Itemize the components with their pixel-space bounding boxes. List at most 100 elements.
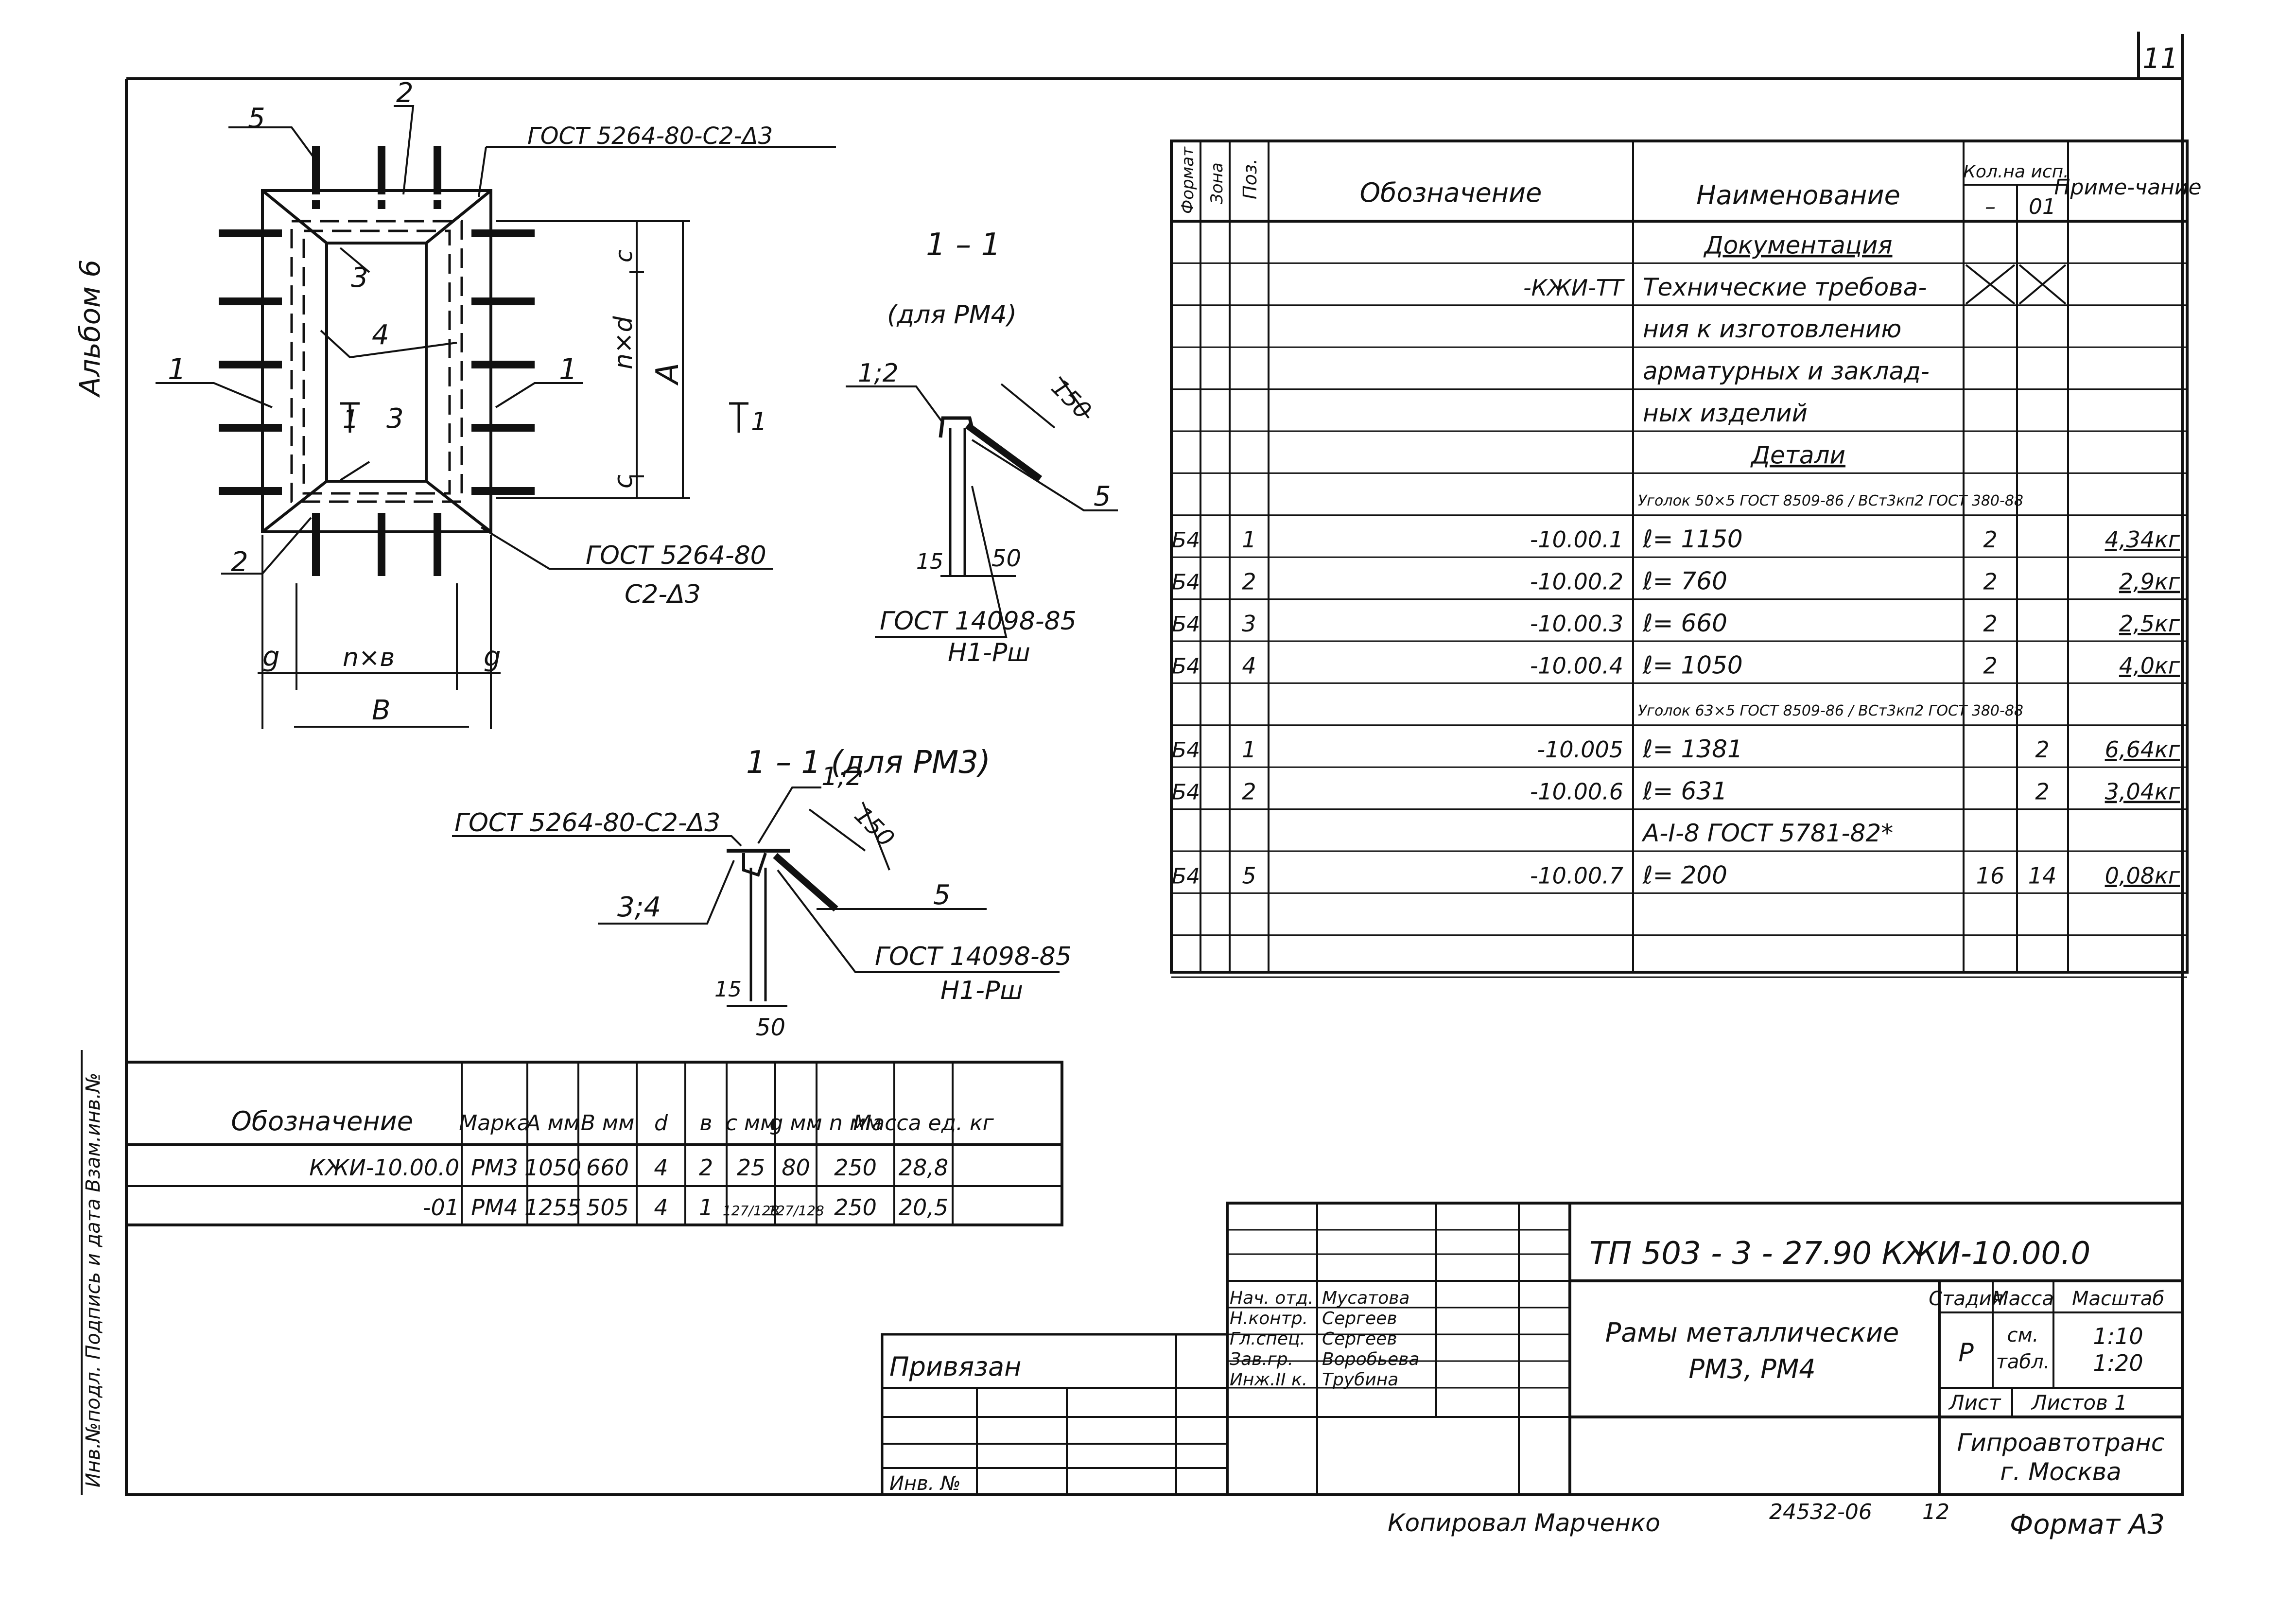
spec-header-format: Формат bbox=[1178, 146, 1198, 214]
spec-cell-qty: 2 bbox=[1983, 652, 1997, 679]
mass-value-1: см. bbox=[2007, 1324, 2039, 1346]
plan-gost-top: ГОСТ 5264-80-С2-Δ3 bbox=[527, 122, 773, 150]
marks-cell: 2 bbox=[699, 1154, 713, 1181]
spec-cell-designation: -КЖИ-ТТ bbox=[1523, 275, 1625, 301]
spec-cell-name: ℓ= 200 bbox=[1642, 861, 1727, 889]
marks-cell: 250 bbox=[834, 1194, 877, 1221]
spec-header-qty: Кол.на исп. bbox=[1963, 162, 2069, 182]
section-rm3-label-34: 3;4 bbox=[617, 891, 661, 923]
section-rm4-dim-15: 15 bbox=[916, 549, 943, 574]
section-rm4-gost-2: Н1-Рш bbox=[948, 638, 1030, 667]
marks-cell: 80 bbox=[782, 1154, 810, 1181]
section-rm3-label-12: 1;2 bbox=[821, 762, 862, 791]
spec-cell-note: 6,64кг bbox=[2105, 736, 2180, 763]
spec-cell-name: Детали bbox=[1750, 441, 1845, 469]
role-name: Трубина bbox=[1322, 1370, 1398, 1390]
marks-cell: 660 bbox=[586, 1154, 629, 1181]
spec-row: -КЖИ-ТТ Технические требова- bbox=[1523, 273, 1927, 301]
spec-cell-note: 2,9кг bbox=[2119, 569, 2180, 595]
callout-1-left: 1 bbox=[168, 352, 186, 386]
role-name: Мусатова bbox=[1322, 1288, 1410, 1308]
marks-header: n мм bbox=[829, 1111, 882, 1136]
spec-cell-format: Б4 bbox=[1172, 780, 1200, 805]
marks-cell: КЖИ-10.00.0 bbox=[309, 1154, 459, 1181]
sheets-label: Листов 1 bbox=[2031, 1391, 2127, 1415]
dim-A: A bbox=[650, 363, 686, 386]
dim-c-bottom: c bbox=[609, 474, 638, 489]
scale-value-2: 1:20 bbox=[2093, 1350, 2143, 1376]
dim-nxd: n×d bbox=[609, 315, 638, 369]
role-name: Воробьева bbox=[1322, 1349, 1419, 1369]
section-rm3-gost-top: ГОСТ 5264-80-С2-Δ3 bbox=[454, 808, 720, 838]
spec-cell-format: Б4 bbox=[1172, 654, 1200, 679]
spec-cell-name: ℓ= 660 bbox=[1642, 609, 1727, 637]
spec-cell-format: Б4 bbox=[1172, 528, 1200, 553]
page-number: 11 bbox=[2142, 42, 2178, 75]
spec-cell-name: ℓ= 1381 bbox=[1642, 735, 1743, 763]
title-line-1: Рамы металлические bbox=[1605, 1317, 1899, 1348]
title-block: ТП 503 - 3 - 27.90 КЖИ-10.00.0 Рамы мета… bbox=[881, 1202, 2184, 1496]
title-code: ТП 503 - 3 - 27.90 КЖИ-10.00.0 bbox=[1589, 1236, 2090, 1272]
plan-gost-bottom-2: С2-Δ3 bbox=[625, 580, 701, 609]
spec-cell-qty: 2 bbox=[1983, 611, 1997, 637]
spec-cell-name: ных изделий bbox=[1643, 399, 1808, 427]
spec-cell-name: ℓ= 760 bbox=[1642, 567, 1727, 595]
role-label: Зав.гр. bbox=[1230, 1349, 1293, 1369]
spec-cell-format: Б4 bbox=[1172, 570, 1200, 595]
spec-cell-name: Уголок 50×5 ГОСТ 8509-86 / ВСт3кп2 ГОСТ … bbox=[1638, 492, 2023, 509]
spec-header-note: Приме-чание bbox=[2054, 175, 2201, 200]
role-name: Сергеев bbox=[1322, 1309, 1397, 1328]
spec-row: ных изделий bbox=[1643, 399, 1808, 427]
spec-cell-qty: 16 bbox=[1976, 862, 2005, 889]
spec-header-designation: Обозначение bbox=[1360, 177, 1542, 208]
section-rm4: 1 – 1 (для РМ4) 1;2 150 5 15 50 ГОСТ 140… bbox=[846, 227, 1118, 667]
spec-cell-qty-01: 14 bbox=[2028, 862, 2057, 889]
section-rm3-gost-1: ГОСТ 14098-85 bbox=[875, 942, 1072, 971]
left-stamp-text: Инв.№подл. Подпись и дата Взам.инв.№ bbox=[82, 1073, 104, 1487]
callout-5: 5 bbox=[248, 103, 265, 134]
spec-cell-note: 2,5кг bbox=[2119, 611, 2180, 637]
footer-copied: Копировал Марченко bbox=[1388, 1509, 1660, 1537]
marks-cell: 28,8 bbox=[899, 1154, 948, 1181]
dim-g-right: g bbox=[484, 641, 501, 673]
spec-row: Документация bbox=[1704, 231, 1893, 259]
plan-view: 5 2 ГОСТ 5264-80-С2-Δ3 3 4 1 1 1 1 3 2 Г… bbox=[156, 77, 836, 729]
spec-cell-designation: -10.00.6 bbox=[1530, 779, 1623, 805]
spec-cell-format: Б4 bbox=[1172, 738, 1200, 763]
inv-label: Инв. № bbox=[889, 1472, 961, 1495]
callout-1-right: 1 bbox=[559, 352, 577, 386]
marks-cell: 250 bbox=[834, 1154, 877, 1181]
marks-header: d bbox=[654, 1111, 668, 1136]
marks-cell: 20,5 bbox=[899, 1194, 948, 1221]
spec-table: Формат Зона Поз. Обозначение Наименовани… bbox=[1170, 140, 2202, 978]
role-name: Сергеев bbox=[1322, 1329, 1397, 1349]
spec-cell-name: Технические требова- bbox=[1643, 273, 1927, 301]
spec-cell-designation: -10.00.1 bbox=[1530, 526, 1623, 553]
section-rm4-label-12: 1;2 bbox=[858, 359, 899, 388]
spec-cell-name: Уголок 63×5 ГОСТ 8509-86 / ВСт3кп2 ГОСТ … bbox=[1638, 702, 2023, 719]
stage-value: Р bbox=[1958, 1338, 1974, 1367]
role-label: Н.контр. bbox=[1230, 1309, 1308, 1328]
spec-cell-name: Документация bbox=[1704, 231, 1893, 259]
org-line-2: г. Москва bbox=[2000, 1458, 2122, 1486]
spec-cell-qty-01: 2 bbox=[2035, 779, 2049, 805]
spec-cell-pos: 2 bbox=[1242, 779, 1256, 805]
marks-cell: 1 bbox=[699, 1194, 713, 1221]
marks-header: g мм bbox=[769, 1111, 822, 1136]
dim-nxb: n×в bbox=[343, 643, 395, 672]
title-line-2: РМ3, РМ4 bbox=[1688, 1354, 1815, 1384]
marks-header: В мм bbox=[581, 1111, 635, 1136]
section-rm3-dim-15: 15 bbox=[714, 977, 742, 1002]
marks-header: Масса ед. кг bbox=[853, 1111, 994, 1136]
spec-cell-designation: -10.00.4 bbox=[1530, 652, 1623, 679]
role-label: Нач. отд. bbox=[1230, 1288, 1314, 1308]
marks-cell: 127/128 bbox=[723, 1203, 779, 1219]
section-rm4-dim-50: 50 bbox=[991, 545, 1021, 572]
scale-label: Масштаб bbox=[2072, 1288, 2164, 1310]
marks-cell: 505 bbox=[586, 1194, 629, 1221]
spec-cell-note: 3,04кг bbox=[2105, 779, 2180, 805]
callout-3-bottom: 3 bbox=[386, 403, 404, 435]
footer-number: 24532-06 bbox=[1769, 1500, 1872, 1524]
